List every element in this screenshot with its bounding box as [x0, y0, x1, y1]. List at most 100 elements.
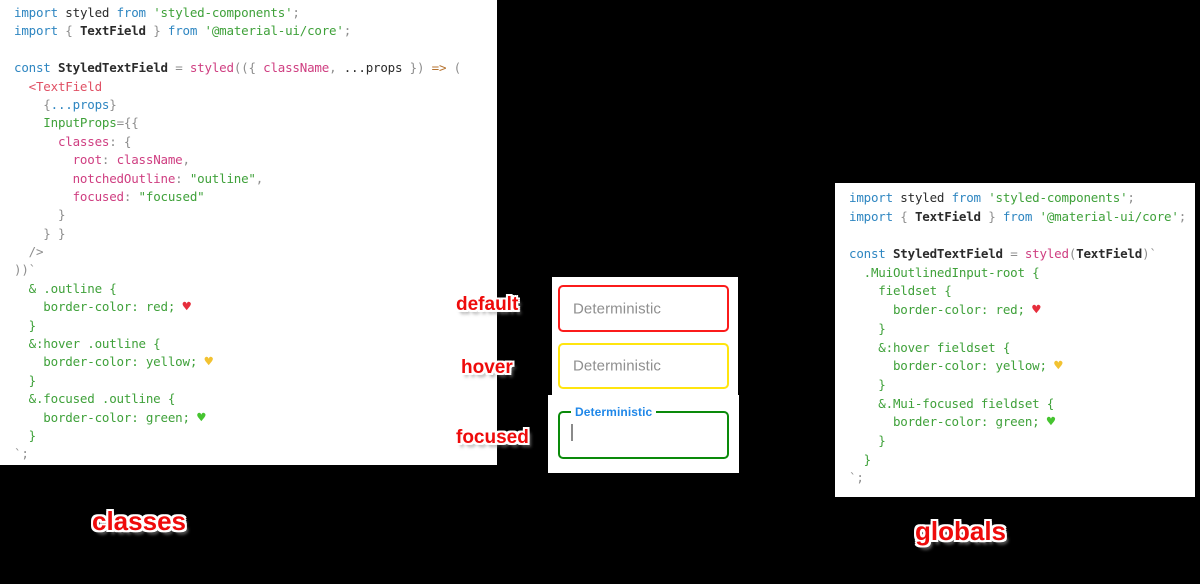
code-token: })	[402, 60, 432, 76]
code-token: from	[1002, 208, 1033, 224]
code-token: =	[175, 60, 190, 76]
heart-icon: ♥	[1054, 358, 1063, 375]
code-token: TextField	[914, 208, 981, 224]
code-token: :	[101, 152, 117, 168]
code-line: &.Mui-focused fieldset {	[849, 395, 1195, 414]
code-line: `;	[849, 469, 1195, 488]
code-token: styled	[1024, 246, 1069, 262]
code-line: ))`	[14, 261, 497, 279]
code-line: border-color: red; ♥	[14, 298, 497, 316]
code-token: className	[116, 152, 183, 168]
textfield-hover-placeholder: Deterministic	[573, 357, 661, 375]
code-token: fieldset {	[849, 283, 952, 299]
code-token: }	[109, 96, 117, 112]
code-token: TextField	[1076, 246, 1143, 262]
code-line: root: className,	[14, 151, 497, 169]
code-token: ,	[182, 152, 191, 168]
heart-icon: ♥	[1032, 302, 1041, 319]
code-token: `;	[849, 470, 864, 486]
textfield-focused[interactable]: Deterministic	[558, 405, 729, 459]
code-token: ;	[1178, 208, 1187, 224]
code-token: {	[892, 208, 915, 224]
code-line: />	[14, 243, 497, 261]
code-token: ))`	[14, 262, 36, 278]
code-token: ={{	[116, 115, 139, 131]
code-token: &:hover .outline {	[14, 336, 161, 352]
code-line	[849, 226, 1195, 245]
code-line: import styled from 'styled-components';	[849, 189, 1195, 208]
code-line: import styled from 'styled-components';	[14, 4, 497, 22]
code-token: }	[14, 317, 37, 333]
code-token: from	[951, 190, 982, 205]
annotation-default: default	[456, 294, 519, 315]
code-token: }	[145, 23, 168, 39]
code-line: border-color: yellow; ♥	[849, 357, 1195, 376]
code-token: import	[14, 5, 58, 20]
code-token: root	[14, 152, 103, 168]
code-token: border-color: red;	[14, 299, 183, 315]
code-token: {	[57, 23, 80, 39]
code-token: =	[1010, 246, 1025, 262]
text-cursor	[571, 424, 573, 441]
code-line: fieldset {	[849, 282, 1195, 301]
code-token: & .outline {	[14, 280, 117, 296]
code-line: focused: "focused"	[14, 188, 497, 206]
code-line	[14, 41, 497, 59]
code-token: ;	[292, 5, 300, 20]
code-token: }	[980, 208, 1003, 224]
code-token: }	[849, 451, 872, 467]
code-token: <TextField	[14, 78, 102, 94]
heart-icon: ♥	[204, 354, 213, 371]
code-line: }	[14, 427, 497, 445]
code-token: '@material-ui/core'	[197, 23, 344, 39]
code-token: StyledTextField	[885, 246, 1011, 262]
heart-icon: ♥	[197, 409, 206, 426]
code-token: import	[849, 190, 893, 205]
code-line: notchedOutline: "outline",	[14, 170, 497, 188]
code-line: border-color: green; ♥	[14, 409, 497, 427]
caption-globals: globals	[915, 516, 1007, 546]
code-line: }	[849, 432, 1195, 451]
code-token: } }	[14, 225, 66, 241]
code-token: styled	[892, 190, 952, 205]
code-token: className	[263, 60, 330, 76]
code-token: (	[1068, 246, 1077, 262]
code-line: border-color: green; ♥	[849, 413, 1195, 432]
code-token: &:hover fieldset {	[849, 339, 1011, 355]
textfield-default[interactable]: Deterministic	[558, 285, 729, 332]
code-token: &.focused .outline {	[14, 391, 176, 407]
code-line: &:hover .outline {	[14, 335, 497, 353]
caption-classes: classes	[92, 506, 186, 536]
code-line: &.focused .outline {	[14, 390, 497, 408]
code-line: } }	[14, 225, 497, 243]
code-panel-classes: import styled from 'styled-components';i…	[0, 0, 497, 465]
code-token: : {	[109, 133, 132, 149]
code-line: const StyledTextField = styled(({ classN…	[14, 59, 497, 77]
code-token: styled	[189, 60, 234, 76]
code-token: import	[14, 23, 58, 39]
code-line: &:hover fieldset {	[849, 339, 1195, 358]
code-token: (	[446, 60, 462, 76]
code-token: focused	[14, 188, 124, 204]
code-line: .MuiOutlinedInput-root {	[849, 264, 1195, 283]
code-token: ,	[255, 170, 264, 186]
code-token: from	[116, 5, 147, 20]
code-line: & .outline {	[14, 280, 497, 298]
code-line: <TextField	[14, 78, 497, 96]
textfield-focused-label: Deterministic	[571, 405, 657, 419]
code-token: :	[123, 188, 139, 204]
textfield-hover[interactable]: Deterministic	[558, 343, 729, 389]
annotation-focused: focused	[456, 427, 529, 448]
code-token: (({	[233, 60, 264, 76]
code-token: border-color: yellow;	[849, 358, 1055, 374]
annotation-hover: hover	[461, 357, 513, 378]
code-token: =>	[431, 60, 447, 76]
code-token: :	[175, 170, 190, 186]
code-line: import { TextField } from '@material-ui/…	[849, 208, 1195, 227]
code-token: 'styled-components'	[145, 5, 293, 20]
code-token: ;	[343, 23, 352, 39]
code-token: }	[14, 372, 37, 388]
code-token: {	[14, 96, 51, 112]
code-token: '@material-ui/core'	[1032, 208, 1179, 224]
